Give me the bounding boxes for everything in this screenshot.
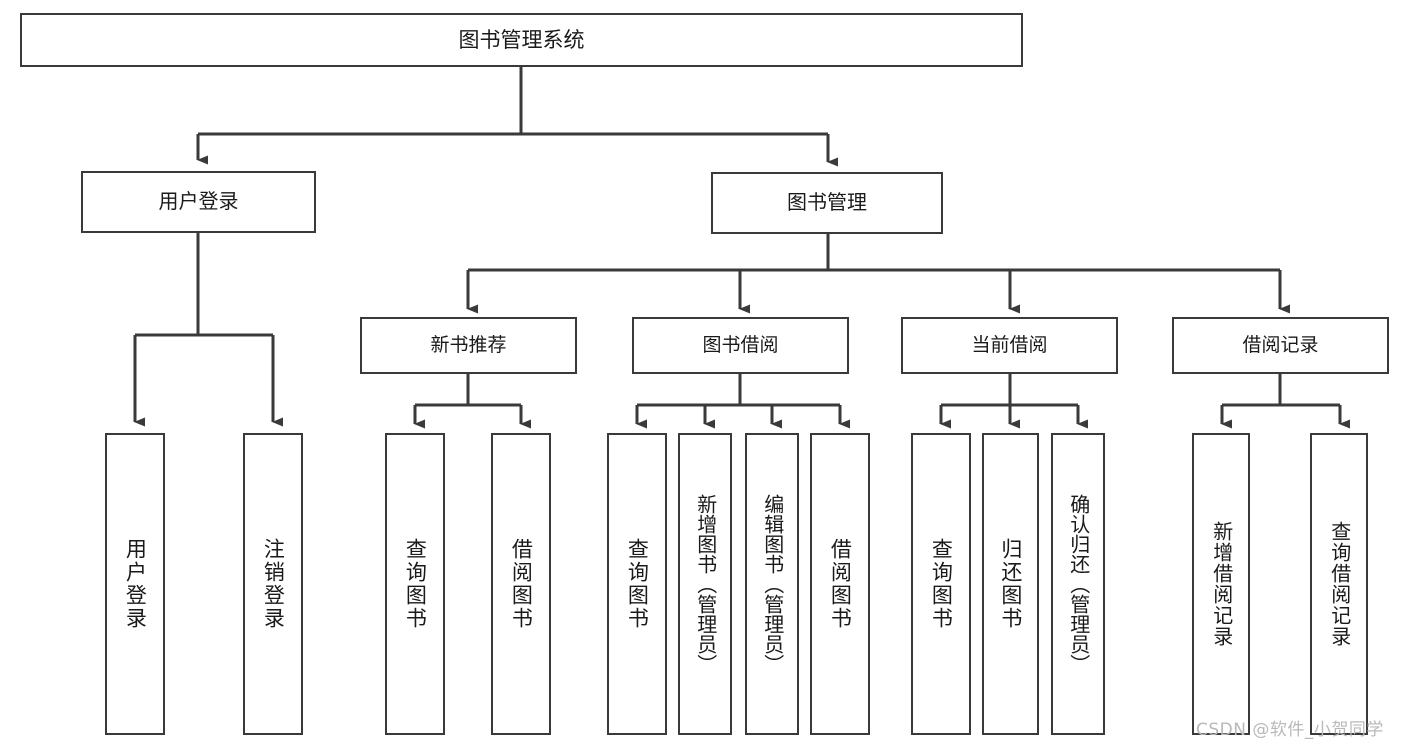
leaf-new-book-query[interactable]: 查询图书: [385, 433, 445, 735]
leaf-label: 注销登录: [261, 538, 286, 630]
leaf-label: 借阅图书: [509, 538, 534, 630]
leaf-label: 用户登录: [123, 538, 148, 630]
leaf-user-login-login[interactable]: 用户登录: [105, 433, 165, 735]
leaf-label: 编辑图书（管理员）: [760, 494, 785, 674]
leaf-label: 新增借阅记录: [1209, 521, 1234, 647]
leaf-current-borrow-return[interactable]: 归还图书: [982, 433, 1039, 735]
leaf-current-borrow-confirm[interactable]: 确认归还（管理员）: [1051, 433, 1105, 735]
node-borrow-record[interactable]: 借阅记录: [1172, 317, 1389, 374]
leaf-current-borrow-query[interactable]: 查询图书: [911, 433, 971, 735]
leaf-label: 查询借阅记录: [1327, 521, 1352, 647]
leaf-label: 归还图书: [998, 538, 1023, 630]
leaf-user-login-logout[interactable]: 注销登录: [243, 433, 303, 735]
node-book-manage-label: 图书管理: [787, 190, 867, 215]
watermark: CSDN @软件_小贺同学: [1196, 720, 1384, 740]
node-current-borrow[interactable]: 当前借阅: [901, 317, 1118, 374]
leaf-label: 新增图书（管理员）: [693, 494, 718, 674]
leaf-label: 查询图书: [403, 538, 428, 630]
leaf-borrow-record-query[interactable]: 查询借阅记录: [1310, 433, 1368, 735]
node-borrow-record-label: 借阅记录: [1242, 334, 1319, 357]
leaf-label: 查询图书: [625, 538, 650, 630]
leaf-borrow-record-add[interactable]: 新增借阅记录: [1192, 433, 1250, 735]
leaf-book-borrow-query[interactable]: 查询图书: [607, 433, 667, 735]
leaf-book-borrow-add[interactable]: 新增图书（管理员）: [678, 433, 732, 735]
node-user-login[interactable]: 用户登录: [81, 171, 316, 233]
node-current-borrow-label: 当前借阅: [971, 334, 1048, 357]
node-root[interactable]: 图书管理系统: [20, 13, 1023, 67]
leaf-label: 查询图书: [929, 538, 954, 630]
node-book-borrow-label: 图书借阅: [702, 334, 779, 357]
leaf-book-borrow-borrow[interactable]: 借阅图书: [810, 433, 870, 735]
node-book-borrow[interactable]: 图书借阅: [632, 317, 849, 374]
node-root-label: 图书管理系统: [458, 27, 585, 52]
leaf-label: 借阅图书: [828, 538, 853, 630]
node-user-login-label: 用户登录: [158, 189, 239, 214]
node-new-book-recommend-label: 新书推荐: [430, 334, 507, 357]
leaf-label: 确认归还（管理员）: [1066, 494, 1091, 674]
leaf-book-borrow-edit[interactable]: 编辑图书（管理员）: [745, 433, 799, 735]
node-new-book-recommend[interactable]: 新书推荐: [360, 317, 577, 374]
node-book-manage[interactable]: 图书管理: [711, 172, 943, 234]
leaf-new-book-borrow[interactable]: 借阅图书: [491, 433, 551, 735]
